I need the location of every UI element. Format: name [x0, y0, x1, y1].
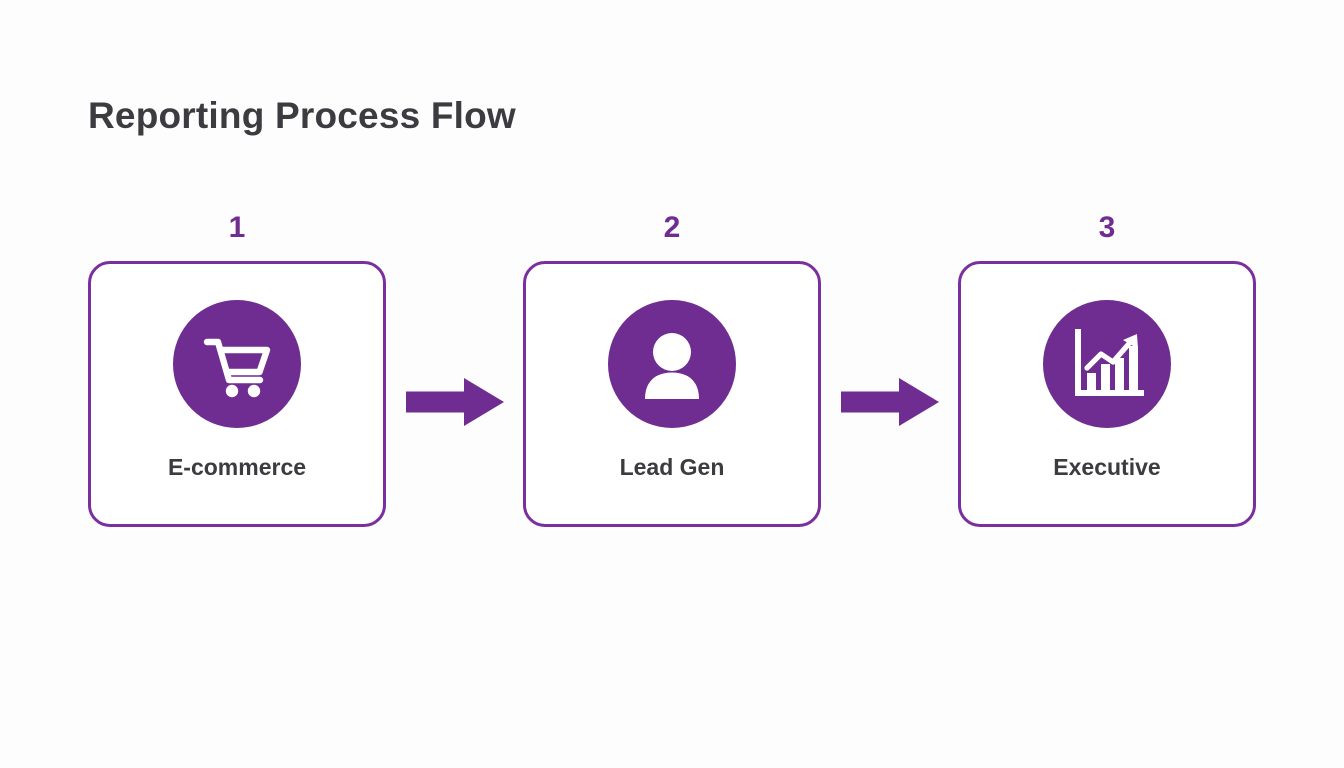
arrow-right-icon: [405, 377, 504, 426]
icon-badge-2: [608, 300, 736, 428]
icon-badge-3: [1043, 300, 1171, 428]
step-number-3: 3: [1098, 211, 1116, 244]
flow-step-3[interactable]: 3: [958, 212, 1256, 527]
flow-step-2[interactable]: 2 Lead Gen: [523, 212, 821, 527]
shopping-cart-icon: [198, 325, 276, 403]
step-number-1: 1: [228, 211, 246, 244]
flow-connector-2: [840, 212, 940, 542]
process-flow-row: 1 E-commerce: [88, 212, 1256, 542]
step-number-2: 2: [663, 211, 681, 244]
flow-connector-1: [405, 212, 505, 542]
step-card-2[interactable]: Lead Gen: [523, 261, 821, 527]
step-card-3[interactable]: Executive: [958, 261, 1256, 527]
arrow-right-icon: [840, 377, 939, 426]
flow-step-1[interactable]: 1 E-commerce: [88, 212, 386, 527]
step-label-3: Executive: [1053, 454, 1161, 480]
icon-badge-1: [173, 300, 301, 428]
page-title: Reporting Process Flow: [88, 95, 516, 136]
user-person-icon: [635, 327, 709, 401]
bar-chart-trending-up-icon: [1069, 326, 1145, 402]
step-label-1: E-commerce: [167, 454, 307, 480]
step-card-1[interactable]: E-commerce: [88, 261, 386, 527]
step-label-2: Lead Gen: [619, 454, 725, 480]
